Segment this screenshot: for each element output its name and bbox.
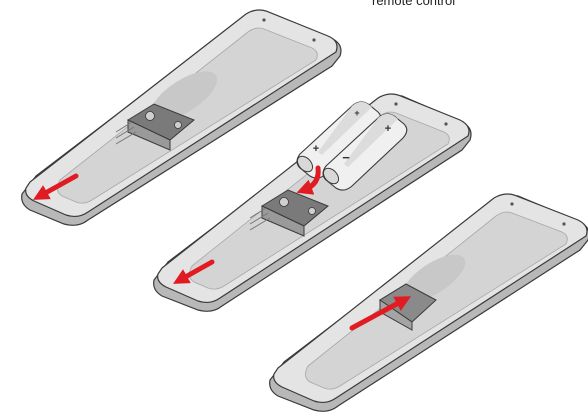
remote-step-1 [21,9,342,226]
battery-2-positive-label: + [385,123,391,135]
remote-step-2: + + − + [153,93,472,312]
battery-2: − + [322,113,408,191]
remote-3-highlight [402,254,466,302]
remote-2-grip-lines [249,207,271,231]
remote-1-panel [57,27,318,204]
remote-2-contact-icon [308,207,316,215]
remote-2-spring-icon [279,197,289,207]
slide-cover-arrow-step-2 [173,259,215,284]
remote-step-3 [269,193,588,412]
insert-batteries-arrow [296,165,321,195]
remote-1-contact-icon [174,121,182,129]
battery-1-top-positive-label: + [354,108,359,118]
remote-1-spring-icon [145,111,155,121]
battery-1-positive-label: + [313,143,319,155]
caption: remote control [372,0,456,8]
slide-cover-open-arrow [33,173,79,200]
remote-3-panel [305,211,568,390]
slide-cover-closed-arrow [349,296,412,331]
battery-2-negative-label: − [342,150,350,165]
remote-1-grip-lines [115,121,137,145]
remote-1-highlight [150,71,218,121]
